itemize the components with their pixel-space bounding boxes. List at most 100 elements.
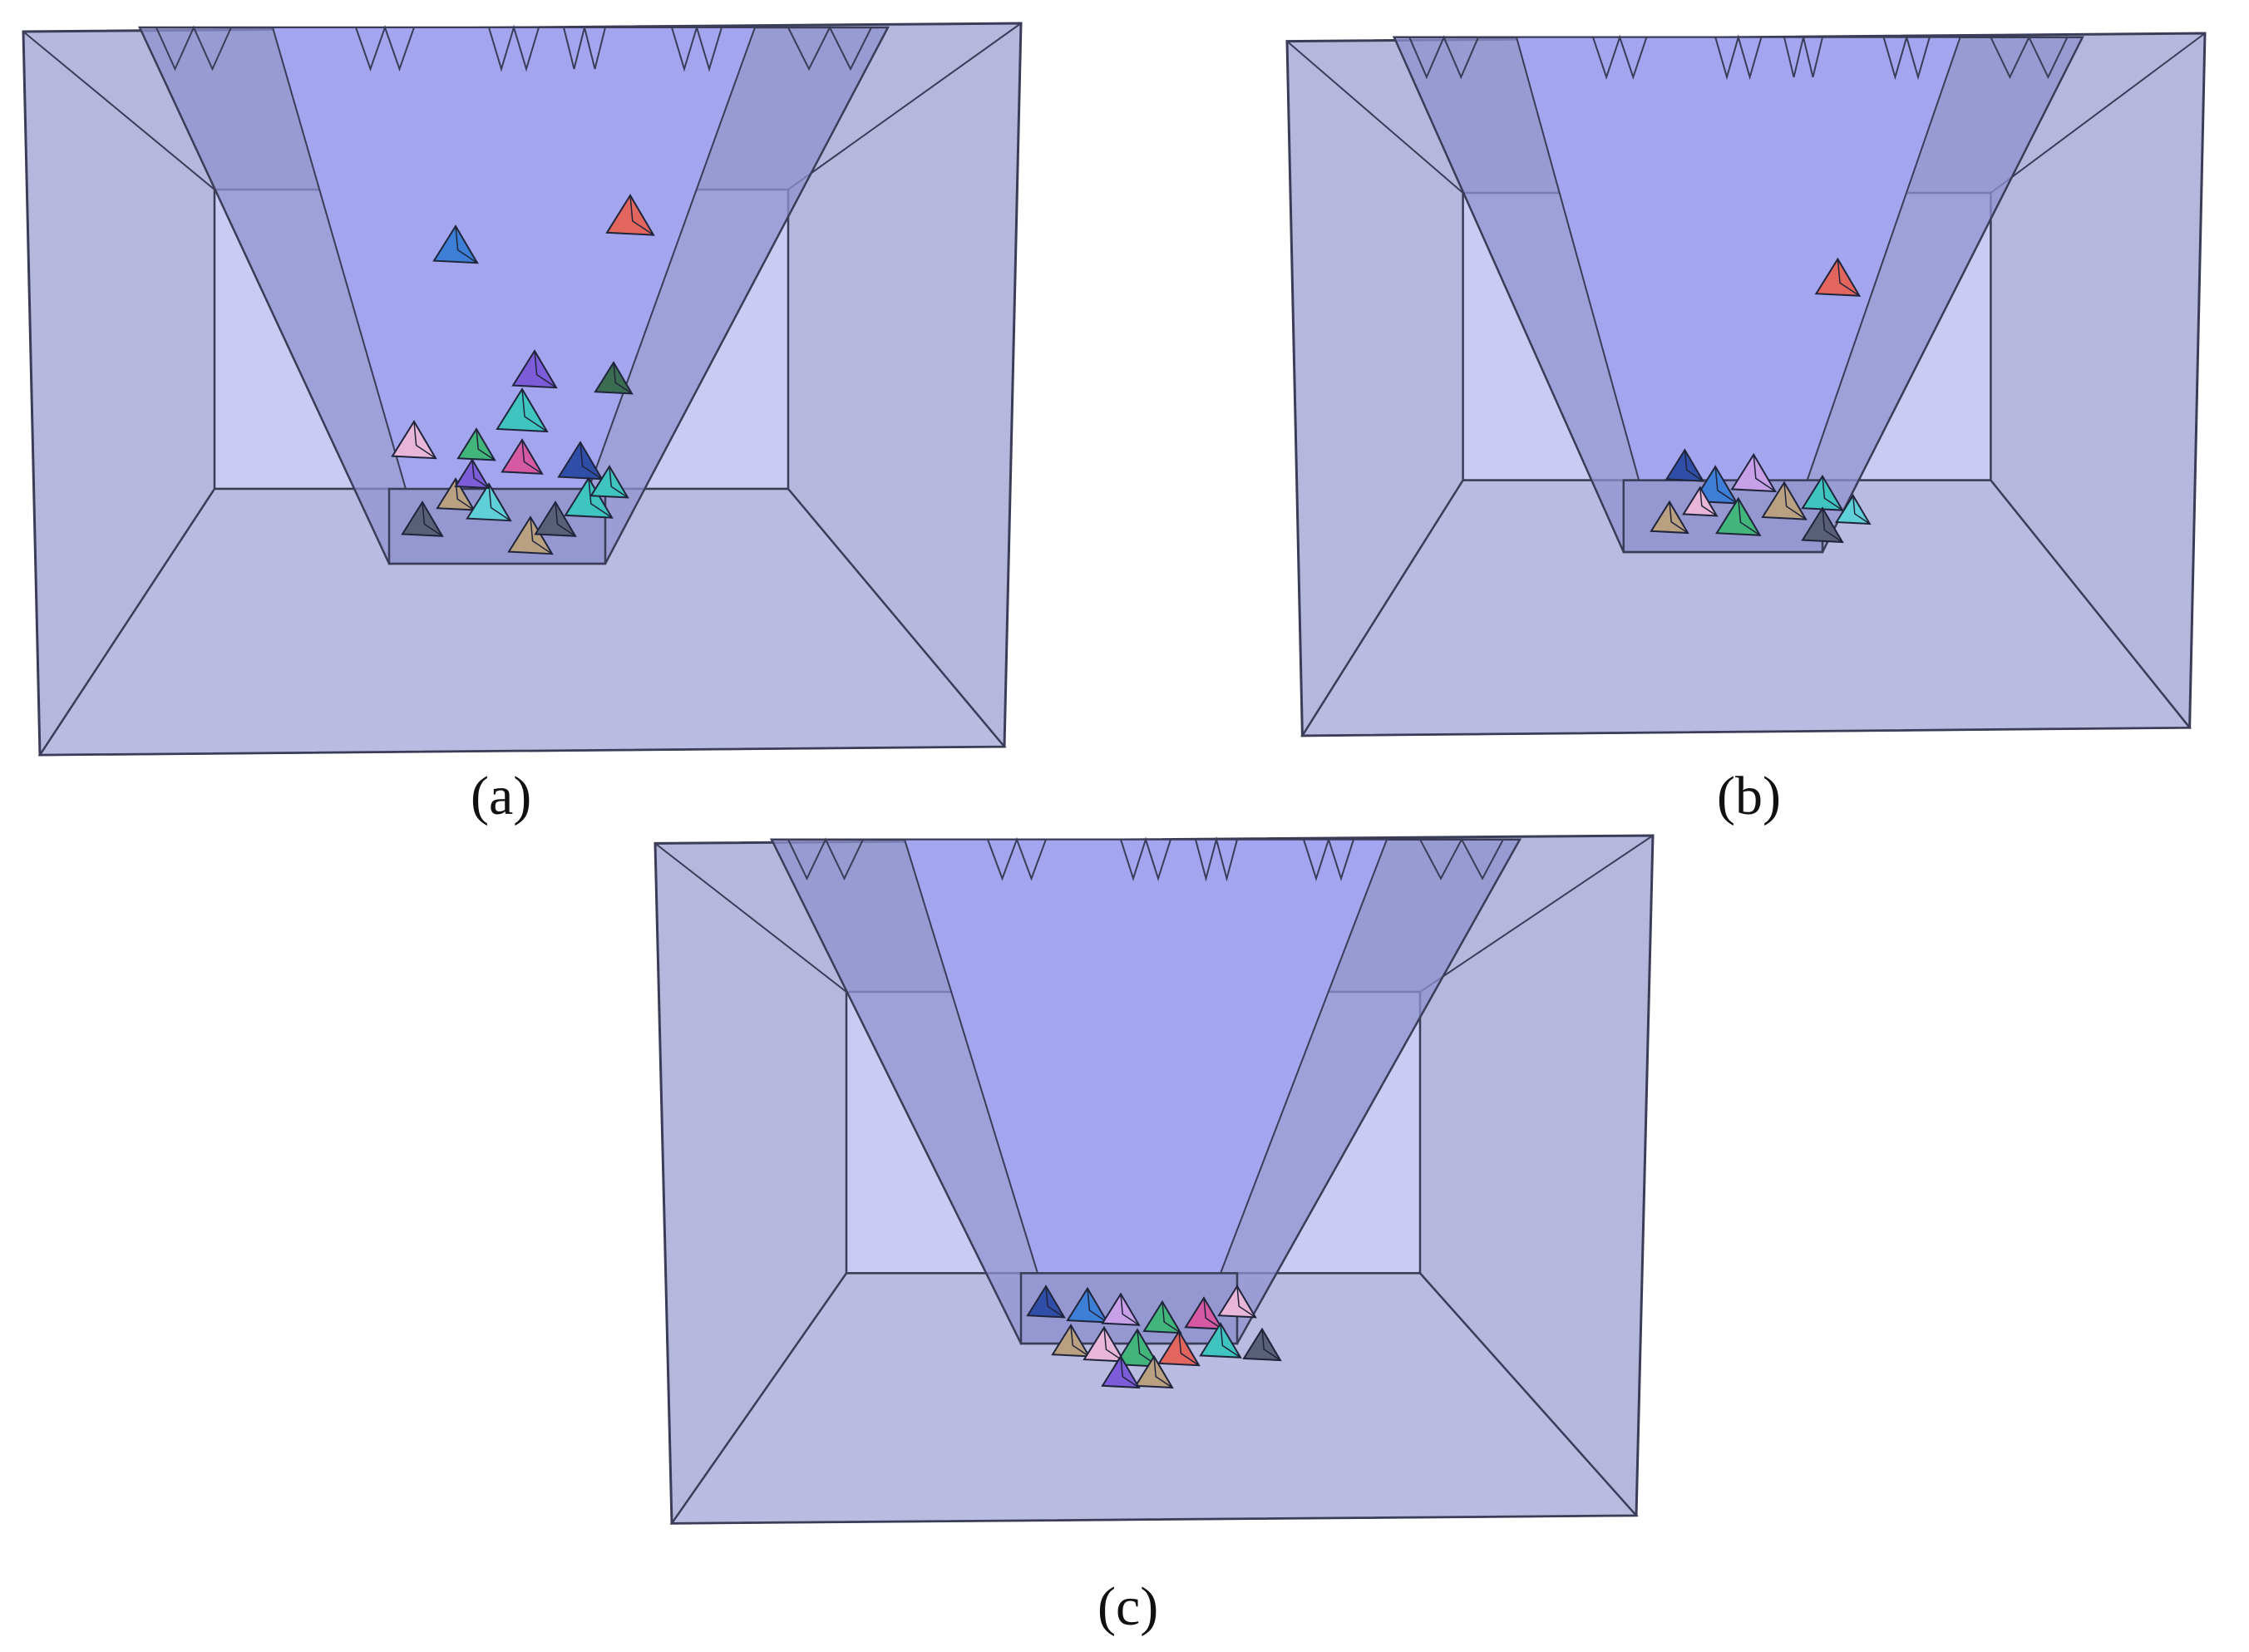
particle-edge-6 <box>1070 1324 1090 1358</box>
particle-edge-2 <box>534 350 557 388</box>
particle-edge-7 <box>1738 498 1761 536</box>
particle-0 <box>432 224 479 264</box>
inlet-nozzle-2 <box>1714 34 1763 81</box>
particle-edge-10 <box>1220 1323 1241 1359</box>
particle-edge-0 <box>1837 259 1860 297</box>
particle-0 <box>1814 257 1862 297</box>
particle-11 <box>401 501 444 537</box>
box-edge-left <box>654 842 847 993</box>
particle-edge-10 <box>1852 495 1871 525</box>
particle-edge-9 <box>1178 1331 1200 1366</box>
particle-8 <box>1114 1328 1161 1368</box>
particle-edge-5 <box>413 421 436 459</box>
box-edge-left <box>22 31 215 190</box>
particle-9 <box>1157 1329 1201 1367</box>
particle-11 <box>1242 1327 1282 1362</box>
inlet-nozzle-5 <box>1990 35 2069 80</box>
particle-8 <box>1650 500 1689 535</box>
particle-edge-9 <box>1699 487 1718 517</box>
particle-13 <box>507 515 554 555</box>
particle-edge-6 <box>1822 508 1843 543</box>
particle-9 <box>564 476 614 519</box>
particle-10 <box>436 477 476 511</box>
particle-7 <box>1715 496 1762 536</box>
particle-14 <box>534 501 577 537</box>
particle-1 <box>605 194 655 236</box>
particle-4 <box>1761 481 1808 520</box>
box-edge-right <box>1990 32 2206 194</box>
particle-edge-7 <box>521 439 543 475</box>
particle-edge-1 <box>1684 450 1704 482</box>
inlet-nozzle-2 <box>1120 836 1171 881</box>
particle-12 <box>466 482 512 522</box>
particle-2 <box>511 349 558 389</box>
panel-a-diagram <box>22 22 1023 757</box>
inlet-nozzle-0 <box>787 837 864 881</box>
particle-6 <box>456 427 496 461</box>
particle-6 <box>1801 506 1844 544</box>
particle-10 <box>1199 1322 1242 1359</box>
inlet-nozzle-4 <box>1882 34 1931 81</box>
particle-6 <box>1051 1324 1091 1358</box>
inlet-nozzle-3 <box>1783 37 1823 78</box>
particle-edge-11 <box>422 501 443 537</box>
particle-edge-3 <box>1753 454 1776 492</box>
particle-edge-13 <box>1120 1356 1140 1388</box>
particle-edge-16 <box>471 459 490 489</box>
particle-edge-3 <box>1161 1301 1181 1334</box>
particle-edge-3 <box>613 362 633 395</box>
particle-3 <box>594 361 634 395</box>
particle-3 <box>1730 452 1778 493</box>
particle-5 <box>391 420 437 460</box>
particle-1 <box>1066 1286 1109 1324</box>
particle-4 <box>1184 1296 1224 1330</box>
panel-c-diagram <box>653 834 1655 1525</box>
particle-3 <box>1142 1299 1182 1334</box>
particle-edge-1 <box>1087 1288 1108 1324</box>
particle-13 <box>1101 1354 1141 1389</box>
particle-4 <box>496 387 549 433</box>
particle-edge-15 <box>609 466 629 499</box>
particle-edge-12 <box>488 483 511 521</box>
inlet-nozzle-2 <box>488 24 540 72</box>
particle-edge-7 <box>1103 1327 1125 1363</box>
particle-edge-0 <box>1045 1285 1065 1319</box>
particle-7 <box>501 438 544 475</box>
particle-5 <box>1217 1285 1257 1319</box>
box-edge-left <box>1286 40 1464 194</box>
particle-edge-8 <box>580 441 603 480</box>
panel-b-caption: (b) <box>1717 766 1781 826</box>
particle-edge-8 <box>1669 501 1689 534</box>
particle-15 <box>589 465 629 499</box>
inlet-nozzle-3 <box>1195 836 1238 882</box>
particle-10 <box>1835 494 1872 525</box>
particle-edge-2 <box>1120 1294 1140 1326</box>
inlet-nozzle-1 <box>355 24 415 72</box>
particle-edge-5 <box>1236 1285 1256 1319</box>
particle-9 <box>1682 486 1719 517</box>
particle-0 <box>1026 1285 1066 1319</box>
particle-edge-4 <box>1783 482 1807 520</box>
panel-c-caption: (c) <box>1097 1576 1159 1637</box>
inlet-nozzle-1 <box>1592 34 1648 80</box>
box-edge-right <box>787 22 1022 190</box>
particle-edge-4 <box>1203 1298 1223 1330</box>
particle-7 <box>1083 1325 1126 1363</box>
inlet-nozzle-3 <box>563 27 606 70</box>
particle-edge-14 <box>555 501 576 537</box>
inlet-nozzle-5 <box>787 25 872 72</box>
particle-edge-4 <box>521 388 548 432</box>
particle-edge-9 <box>588 477 613 519</box>
particle-1 <box>1665 448 1705 482</box>
particle-edge-12 <box>1153 1356 1173 1388</box>
inlet-nozzle-1 <box>987 836 1047 881</box>
particle-edge-13 <box>530 516 553 555</box>
particle-edge-1 <box>629 195 654 236</box>
inlet-nozzle-4 <box>671 24 723 72</box>
particle-edge-11 <box>1261 1329 1281 1361</box>
particle-edge-2 <box>1714 466 1738 505</box>
particle-edge-0 <box>455 225 478 264</box>
inlet-nozzle-4 <box>1303 836 1354 881</box>
particle-edge-5 <box>1822 476 1843 511</box>
inlet-nozzle-0 <box>155 25 232 72</box>
